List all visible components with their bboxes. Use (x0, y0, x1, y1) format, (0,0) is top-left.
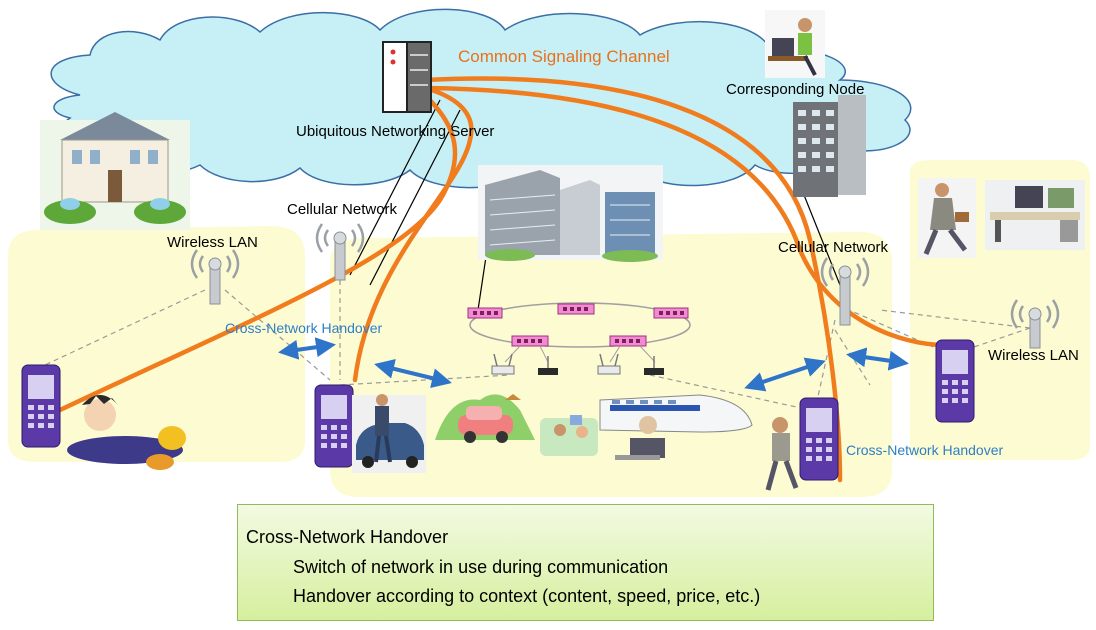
mobile-worker-icon (918, 178, 976, 258)
house-icon (40, 112, 190, 230)
note-title: Cross-Network Handover (246, 527, 449, 547)
internet-cloud (50, 8, 912, 189)
handover-arrow (278, 337, 336, 360)
cellular-network-right-label: Cellular Network (778, 239, 889, 256)
office-tower-icon (793, 95, 866, 197)
handover-right-label: Cross-Network Handover (846, 442, 1004, 458)
antenna-wlan-left-icon (190, 249, 240, 305)
businessman-with-car-icon (352, 394, 426, 473)
zone-left (8, 226, 305, 462)
handover-arrows (278, 337, 909, 392)
handover-arrow (744, 357, 826, 392)
ring-network (467, 302, 691, 363)
passengers-icon (540, 415, 598, 456)
note-line: Switch of network in use during communic… (293, 557, 669, 577)
mobile-phone-center-icon (314, 384, 354, 468)
antenna-cellular-right-icon (820, 257, 870, 326)
wireless-lan-left-label: Wireless LAN (167, 234, 258, 251)
server-label: Ubiquitous Networking Server (296, 123, 495, 140)
antenna-cellular-left-icon (315, 223, 365, 281)
note-line: Handover according to context (content, … (293, 586, 761, 606)
bullet-train-icon (599, 394, 753, 460)
office-desk-icon (985, 180, 1085, 250)
antenna-wlan-right-icon (1010, 299, 1060, 349)
ubiquitous-networking-server (382, 41, 432, 113)
mobile-phone-left-icon (21, 364, 61, 448)
wireless-lan-right-label: Wireless LAN (988, 347, 1079, 364)
handover-arrow (846, 347, 909, 371)
handover-left-label: Cross-Network Handover (225, 320, 383, 336)
corresponding-node-label: Corresponding Node (726, 81, 865, 98)
running-man-icon (765, 417, 799, 491)
cellular-network-left-label: Cellular Network (287, 201, 398, 218)
mobile-phone-right-icon (935, 339, 975, 423)
office-buildings-icon (478, 165, 663, 262)
handover-explanation-box: Cross-Network Handover Switch of network… (237, 504, 934, 621)
mobile-phone-runner-icon (799, 397, 839, 481)
car-in-countryside-icon (435, 394, 535, 443)
access-points-icon (491, 353, 664, 375)
corresponding-node-person-icon (765, 10, 825, 78)
relaxing-person-icon (67, 395, 186, 470)
handover-arrow (374, 359, 452, 388)
signaling-channel-label: Common Signaling Channel (458, 47, 670, 66)
